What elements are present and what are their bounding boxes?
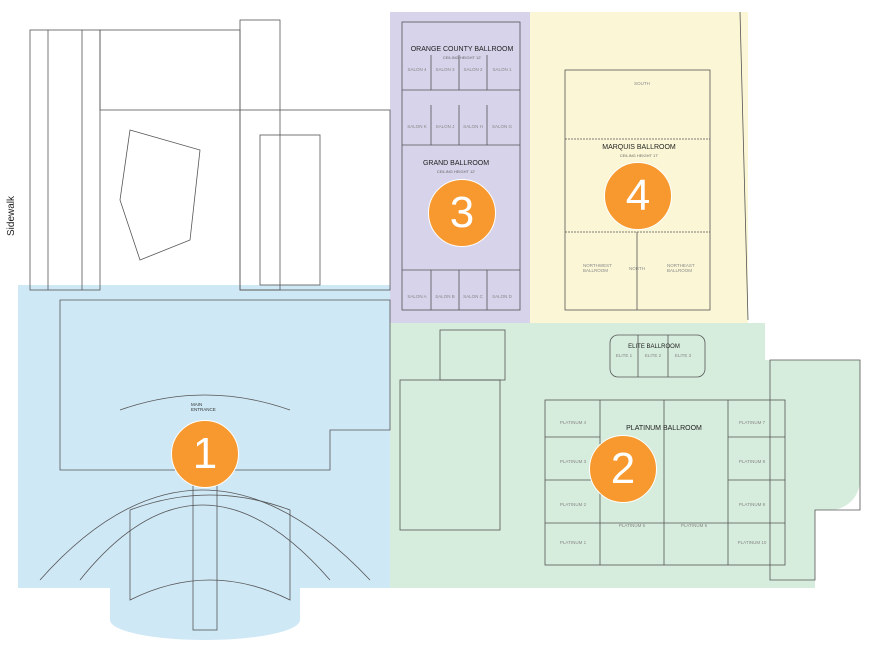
elite-2: ELITE 2 xyxy=(644,353,662,358)
marquis-south: SOUTH xyxy=(634,81,650,86)
platinum-ballroom-title: PLATINUM BALLROOM xyxy=(626,425,702,432)
salon-1: SALON 1 xyxy=(492,67,512,72)
orange-county-ballroom-title: ORANGE COUNTY BALLROOM xyxy=(410,46,514,53)
platinum-6: PLATINUM 6 xyxy=(680,523,708,528)
elite-ballroom-title: ELITE BALLROOM xyxy=(628,344,680,350)
marquis-ceiling: CEILING HEIGHT 17' xyxy=(619,153,659,158)
zone-3[interactable] xyxy=(390,12,530,323)
salon-4: SALON 4 xyxy=(407,67,427,72)
marquis-north: NORTH xyxy=(629,266,645,271)
platinum-8: PLATINUM 8 xyxy=(738,459,766,464)
marquis-northwest: NORTHWEST BALLROOM xyxy=(583,263,612,273)
marquis-ballroom-title: MARQUIS BALLROOM xyxy=(602,144,676,151)
salon-b: SALON B xyxy=(435,294,455,299)
salon-d: SALON D xyxy=(492,294,512,299)
salon-3: SALON 3 xyxy=(435,67,455,72)
platinum-5: PLATINUM 5 xyxy=(618,523,646,528)
platinum-9: PLATINUM 9 xyxy=(738,502,766,507)
platinum-10: PLATINUM 10 xyxy=(737,540,767,545)
grand-ceiling: CEILING HEIGHT 12' xyxy=(436,169,476,174)
grand-ballroom-title: GRAND BALLROOM xyxy=(422,160,490,167)
salon-a: SALON A xyxy=(407,294,427,299)
marquis-northeast: NORTHEAST BALLROOM xyxy=(667,263,695,273)
platinum-3: PLATINUM 3 xyxy=(559,459,587,464)
zone-marker-3[interactable]: 3 xyxy=(428,179,496,247)
elite-1: ELITE 1 xyxy=(615,353,633,358)
platinum-1: PLATINUM 1 xyxy=(559,540,587,545)
zone-2-east xyxy=(765,360,860,510)
zone-marker-2[interactable]: 2 xyxy=(589,435,657,503)
zone-2-southeast xyxy=(765,500,815,588)
zone-2[interactable] xyxy=(390,323,765,588)
salon-g: SALON G xyxy=(491,124,513,129)
platinum-7: PLATINUM 7 xyxy=(738,420,766,425)
elite-3: ELITE 3 xyxy=(674,353,692,358)
sidewalk-label: Sidewalk xyxy=(6,195,17,236)
salon-k: SALON K xyxy=(407,124,427,129)
orange-county-ceiling: CEILING HEIGHT 12' xyxy=(442,55,482,60)
zone-marker-4[interactable]: 4 xyxy=(604,162,672,230)
zone-marker-1[interactable]: 1 xyxy=(171,420,239,488)
salon-c: SALON C xyxy=(463,294,483,299)
salon-j: SALON J xyxy=(435,124,455,129)
platinum-2: PLATINUM 2 xyxy=(559,502,587,507)
salon-h: SALON H xyxy=(463,124,483,129)
salon-2: SALON 2 xyxy=(463,67,483,72)
main-entrance-label: MAIN ENTRANCE xyxy=(191,402,216,412)
platinum-4: PLATINUM 4 xyxy=(559,420,587,425)
